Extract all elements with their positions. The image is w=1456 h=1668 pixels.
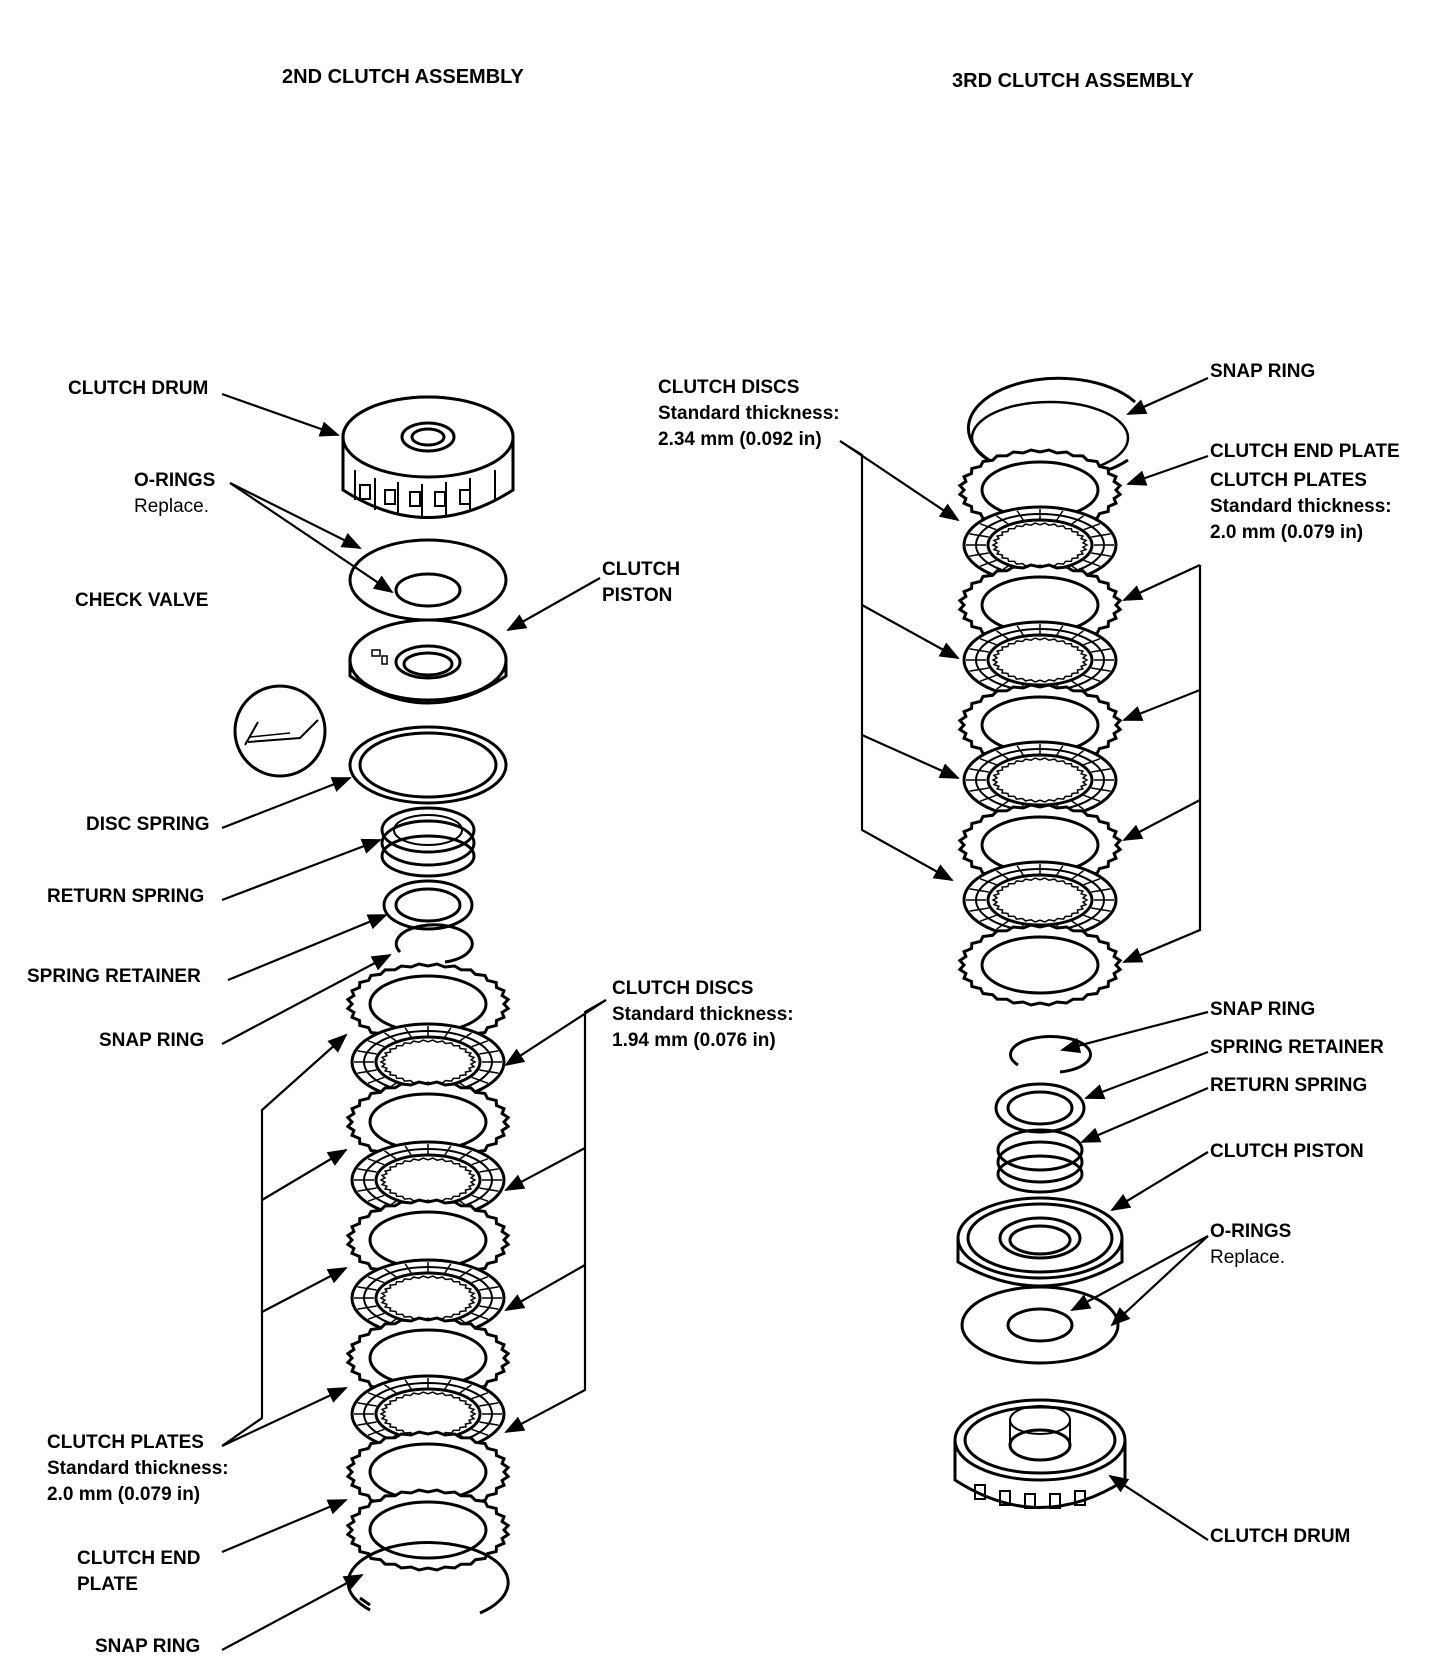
right-label-clutch-discs: CLUTCH DISCS xyxy=(658,377,800,398)
left-label-clutch-end-plate-line1: CLUTCH END xyxy=(77,1548,201,1569)
right-label-spring-retainer: SPRING RETAINER xyxy=(1210,1037,1384,1058)
left-clutch-disc xyxy=(350,1374,506,1454)
left-snap-ring-small xyxy=(394,923,474,964)
left-label-clutch-piston-line1: CLUTCH xyxy=(602,559,681,580)
left-label-check-valve: CHECK VALVE xyxy=(75,590,209,611)
right-label-return-spring: RETURN SPRING xyxy=(1210,1075,1368,1096)
right-label-clutch-plates: CLUTCH PLATES xyxy=(1210,470,1367,491)
left-spring-retainer xyxy=(382,879,474,931)
left-label-clutch-end-plate-line2: PLATE xyxy=(77,1574,138,1595)
left-clutch-plate xyxy=(345,1430,511,1514)
left-label-clutch-discs: CLUTCH DISCS xyxy=(612,978,754,999)
left-return-spring xyxy=(380,806,476,878)
right-label-clutch-discs-value: 2.34 mm (0.092 in) xyxy=(658,429,822,450)
left-label-clutch-discs-value: 1.94 mm (0.076 in) xyxy=(612,1030,776,1051)
left-label-o-rings-note: Replace. xyxy=(134,496,209,517)
left-check-valve-detail xyxy=(233,684,327,778)
leader-lines xyxy=(221,376,1209,1651)
right-clutch-drum xyxy=(953,1398,1127,1509)
right-clutch-pack xyxy=(957,448,1123,1007)
left-clutch-end-plate xyxy=(345,1488,511,1572)
left-disc-spring xyxy=(348,725,508,805)
right-clutch-disc xyxy=(962,860,1118,940)
right-label-snap-ring: SNAP RING xyxy=(1210,999,1316,1020)
left-label-o-rings: O-RINGS xyxy=(134,470,216,491)
left-clutch-piston xyxy=(348,618,508,705)
right-clutch-plate xyxy=(957,923,1123,1007)
left-label-clutch-piston-line2: PISTON xyxy=(602,585,673,606)
left-label-disc-spring: DISC SPRING xyxy=(86,814,210,835)
right-label-o-rings: O-RINGS xyxy=(1210,1221,1292,1242)
right-label-clutch-piston: CLUTCH PISTON xyxy=(1210,1141,1364,1162)
right-label-clutch-plates-std: Standard thickness: xyxy=(1210,496,1392,517)
header-2nd-clutch-assembly: 2ND CLUTCH ASSEMBLY xyxy=(282,66,524,88)
header-3rd-clutch-assembly: 3RD CLUTCH ASSEMBLY xyxy=(952,70,1194,92)
right-label-clutch-end-plate: CLUTCH END PLATE xyxy=(1210,441,1400,462)
left-label-snap-ring-lower: SNAP RING xyxy=(95,1636,201,1657)
second-clutch-assembly-parts xyxy=(233,395,515,964)
left-label-clutch-drum: CLUTCH DRUM xyxy=(68,378,209,399)
left-label-clutch-discs-std: Standard thickness: xyxy=(612,1004,794,1025)
right-label-o-rings-note: Replace. xyxy=(1210,1247,1285,1268)
right-label-clutch-drum: CLUTCH DRUM xyxy=(1210,1526,1351,1547)
left-clutch-pack xyxy=(345,962,511,1572)
left-label-clutch-plates: CLUTCH PLATES xyxy=(47,1432,204,1453)
left-clutch-drum xyxy=(341,395,515,519)
right-clutch-piston xyxy=(956,1196,1124,1288)
left-label-clutch-plates-value: 2.0 mm (0.079 in) xyxy=(47,1484,201,1505)
right-label-clutch-plates-value: 2.0 mm (0.079 in) xyxy=(1210,522,1364,543)
left-label-snap-ring-upper: SNAP RING xyxy=(99,1030,205,1051)
left-label-spring-retainer: SPRING RETAINER xyxy=(27,966,201,987)
right-label-clutch-discs-std: Standard thickness: xyxy=(658,403,840,424)
right-label-snap-ring-top: SNAP RING xyxy=(1210,361,1316,382)
left-label-return-spring: RETURN SPRING xyxy=(47,886,205,907)
third-clutch-lower-parts xyxy=(953,1035,1127,1509)
right-snap-ring xyxy=(1009,1035,1092,1074)
left-label-clutch-plates-std: Standard thickness: xyxy=(47,1458,229,1479)
